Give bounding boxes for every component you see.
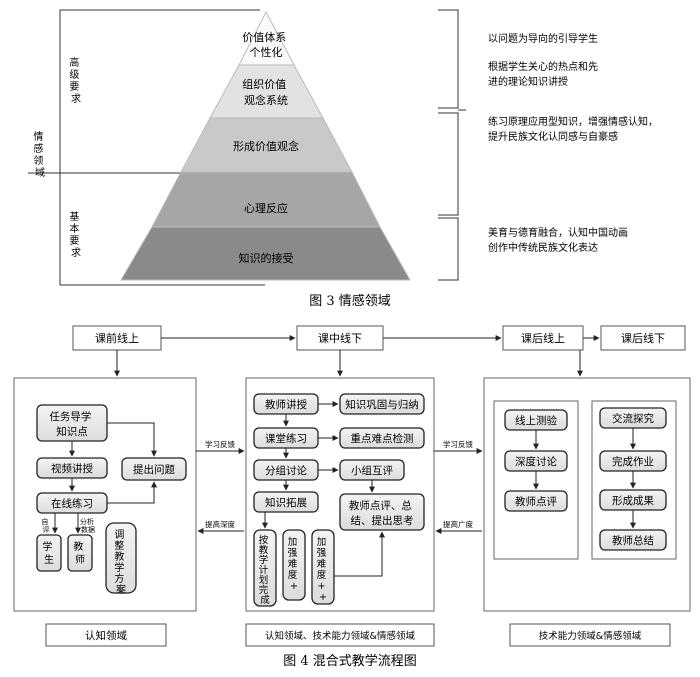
post-offline-header [600,325,686,351]
figure-4-caption: 图 4 混合式教学流程图 [283,653,417,669]
explore-label: 交流探究 [612,412,654,425]
online-practice-label: 在线练习 [51,497,93,510]
student-label: 学 生 [42,540,55,566]
key-points-box [339,427,425,449]
in-class-header [296,325,384,351]
in-class-header-label: 课中线下 [318,331,362,345]
pyramid-level-4 [151,171,381,228]
basic-req-vertical-label: 基 本 要 求 [69,210,82,259]
task-guide-label: 任务导学 知识点 [49,410,94,438]
summary-label: 教师总结 [612,534,654,547]
depth-link: 提高深度 [205,519,235,529]
in-class-domain-label: 认知领域、技术能力领域&情感领域 [265,630,415,642]
post-teacher-review-label: 教师点评 [515,495,557,508]
adjust-plan-label: 调 整 教 学 方 案 [114,529,127,596]
student-box [36,534,62,572]
self-eval-label: 自 评 [41,517,50,534]
ask-question-label: 提出问题 [133,463,175,476]
right-bracket-top [438,9,459,109]
class-practice-label: 课堂练习 [265,432,307,445]
key-points-label: 重点难点检测 [351,432,414,445]
post-teacher-review-box [504,490,568,512]
complete-by-plan-box [253,529,277,607]
breadth-link: 提高广度 [443,519,473,529]
pre-domain-label: 认知领域 [85,629,127,642]
result-label: 形成成果 [612,495,654,507]
teacher-review-box [339,493,425,531]
right-bracket-mid [438,112,459,216]
figure-3-affective-domain: 价值体系 个性化 组织价值 观念系统 形成价值观念 心理反应 知识的接受 情 感… [28,9,661,309]
post-domain-label: 技术能力领域&情感领域 [539,630,642,642]
pyramid-level-2-label: 组织价值 观念系统 [242,77,290,107]
knowledge-ext-box [253,491,319,513]
pyramid-level-1-label: 价值体系 个性化 [242,30,290,59]
consolidate-box [339,393,425,415]
post-online-header-label: 课后线上 [521,331,565,345]
group-discussion-label: 分组讨论 [265,464,307,477]
harder-plus-box [282,529,306,601]
teacher-label: 教 师 [73,540,86,566]
feedback-link-1: 学习反馈 [205,439,235,449]
pyramid-level-3-label: 形成价值观念 [233,139,299,153]
summary-box [599,529,667,551]
consolidate-label: 知识巩固与归纳 [345,398,419,411]
note-hot-topics: 根据学生关心的热点和先 进的理论知识讲授 [488,60,601,88]
right-bracket-bottom [438,217,459,281]
pyramid-level-5-label: 知识的接受 [239,251,294,265]
online-test-label: 线上测验 [515,414,557,427]
complete-by-plan-label: 按 教 学 计 划 完 成 [259,534,272,606]
adjust-plan-box [105,522,137,594]
note-practice-principles: 练习原理应用型知识，增强情感认知， 提升民族文化认同感与自豪感 [488,115,661,143]
harder-plus-plus-box [311,529,335,605]
teacher-lecture-label: 教师讲授 [265,398,307,411]
note-aesthetic-moral: 美育与德育融合，认知中国动画 创作中传统民族文化表达 [488,226,631,254]
pyramid-level-5 [120,226,411,281]
figure-4-blended-flowchart: 课前线上 课中线下 课后线上 课后线下 任务导学 知识点 视频讲授 在线练习 提… [13,325,691,669]
domain-vertical-label: 情 感 领 域 [33,130,46,179]
teacher-review-label: 教师点评、总 结、提出思考 [349,499,415,527]
post-online-header [502,325,584,351]
pre-domain-box [45,623,167,647]
video-lecture-label: 视频讲授 [51,462,93,475]
teacher-box [67,534,93,572]
post-offline-header-label: 课后线下 [621,331,665,345]
figure-3-caption: 图 3 情感领域 [309,293,391,309]
ask-question-box [121,457,187,481]
pyramid-level-2 [209,64,324,119]
advanced-req-vertical-label: 高 级 要 求 [69,56,82,105]
in-class-domain-box [245,623,435,647]
homework-label: 完成作业 [612,455,654,468]
knowledge-ext-label: 知识拓展 [265,496,307,509]
deep-discussion-label: 深度讨论 [515,455,557,468]
note-problem-oriented: 以问题为导向的引导学生 [488,32,598,45]
analysis-data-label: 分析 数据 [80,517,96,534]
feedback-link-2: 学习反馈 [443,439,473,449]
pyramid-level-4-label: 心理反应 [244,201,288,215]
pre-online-header-label: 课前线上 [95,331,139,345]
harder-plus-plus-label: 加 强 难 度 + + [317,537,330,603]
peer-review-label: 小组互评 [351,464,393,477]
post-domain-box [509,623,671,647]
harder-plus-label: 加 强 难 度 + [288,537,301,592]
